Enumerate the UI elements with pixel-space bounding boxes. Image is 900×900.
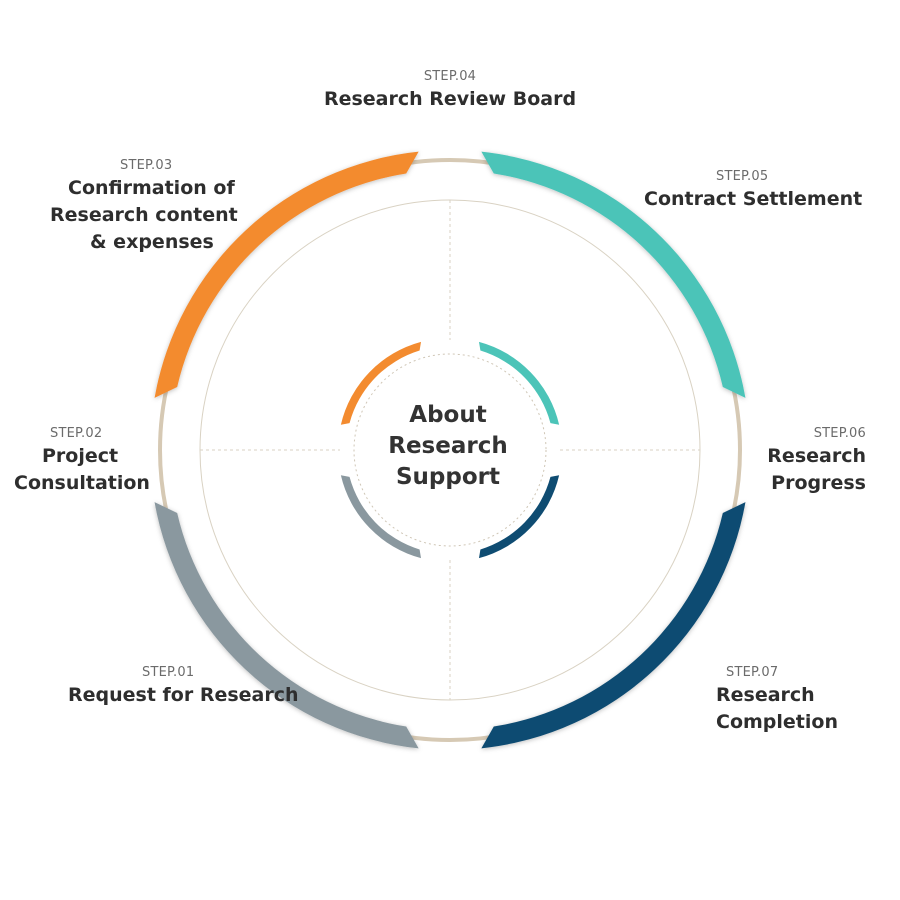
step-title: Contract Settlement: [644, 188, 863, 210]
step-number: STEP.01: [142, 665, 195, 680]
step-title: Progress: [771, 472, 866, 494]
inner-arc-orange: [340, 341, 422, 425]
step-03-label: STEP.03 Confirmation of Research content…: [50, 158, 238, 256]
step-01-label: STEP.01 Request for Research: [68, 665, 299, 709]
step-number: STEP.07: [726, 665, 779, 680]
step-title: Confirmation of: [68, 177, 235, 199]
arc-segment-orange: [154, 151, 419, 398]
inner-arc-gray: [340, 475, 422, 559]
outer-ring: [158, 158, 742, 742]
step-02-label: STEP.02 Project Consultation: [14, 426, 150, 497]
step-number: STEP.06: [813, 426, 866, 441]
step-05-label: STEP.05 Contract Settlement: [644, 169, 864, 213]
center-dotted-ring: [353, 353, 547, 547]
step-07-label: STEP.07 Research Completion: [716, 665, 866, 736]
center-title-line: Support: [395, 464, 500, 490]
step-number: STEP.04: [423, 69, 477, 84]
step-title: Completion: [716, 711, 838, 733]
step-number: STEP.03: [120, 158, 173, 173]
step-04-label: STEP.04 Research Review Board: [300, 69, 600, 113]
step-title: Request for Research: [68, 684, 299, 706]
center-title-line: Research: [388, 433, 508, 459]
step-number: STEP.05: [716, 169, 769, 184]
inner-arc-teal: [478, 341, 560, 425]
step-title: Research: [716, 684, 815, 706]
arc-segment-teal: [481, 151, 746, 398]
arc-segment-gray: [154, 502, 419, 749]
step-title: Research content: [50, 204, 238, 226]
step-title: & expenses: [90, 231, 214, 253]
step-number: STEP.02: [50, 426, 103, 441]
inner-arc-navy: [478, 475, 560, 559]
step-title: Consultation: [14, 472, 150, 494]
center-title-line: About: [409, 402, 487, 428]
arc-segment-navy: [481, 502, 746, 749]
center-title: About Research Support: [348, 400, 548, 493]
step-title: Research: [767, 445, 866, 467]
step-06-label: STEP.06 Research Progress: [740, 426, 866, 497]
step-title: Project: [42, 445, 119, 467]
step-title: Research Review Board: [323, 88, 577, 110]
